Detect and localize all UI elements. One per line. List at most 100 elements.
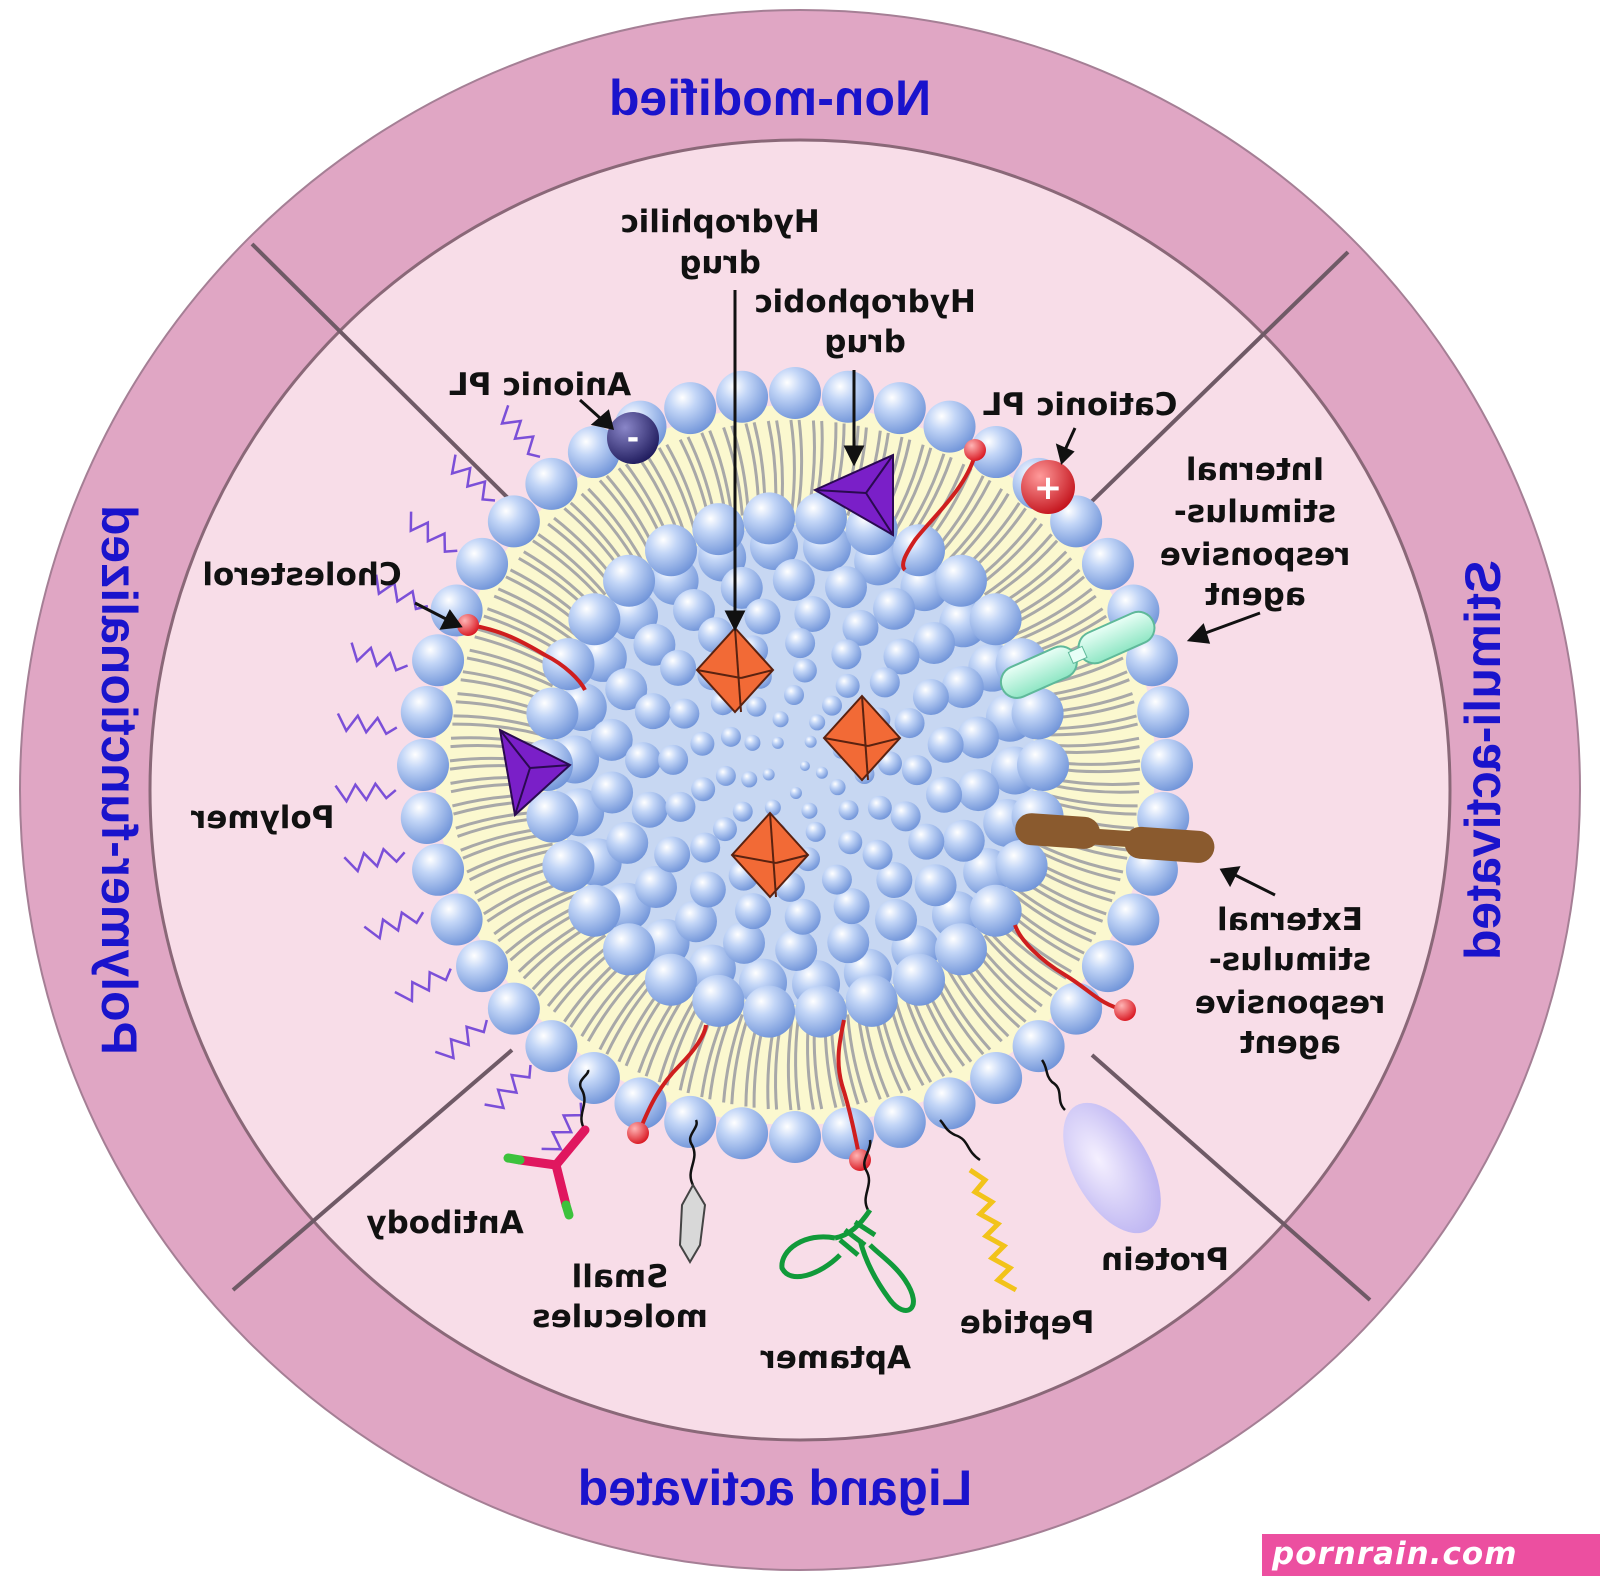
core-bead <box>633 623 676 666</box>
inner-leaflet-bead <box>995 839 1048 892</box>
core-bead <box>842 609 879 646</box>
core-bead <box>634 866 677 909</box>
label-polymer: Polymer <box>190 800 334 836</box>
outer-leaflet-bead <box>821 370 874 423</box>
core-bead <box>957 769 1000 812</box>
outer-leaflet-bead <box>456 537 509 590</box>
core-bead <box>927 726 964 763</box>
outer-leaflet-bead <box>525 1020 578 1073</box>
outer-leaflet-bead <box>873 1095 926 1148</box>
core-bead <box>894 708 925 739</box>
protein-ligand <box>1063 1102 1161 1234</box>
label-peptide: Peptide <box>960 1305 1095 1341</box>
core-bead <box>815 766 828 779</box>
core-bead <box>792 658 817 683</box>
polymer-chain <box>500 404 541 459</box>
sector-dividers <box>231 242 1372 1302</box>
core-bead <box>821 864 852 895</box>
core-bead <box>764 799 781 816</box>
outer-leaflet-bead <box>525 457 578 510</box>
lipid-tail <box>466 842 553 874</box>
outer-leaflet-bead <box>1050 982 1103 1035</box>
inner-leaflet-bead <box>542 839 595 892</box>
anionic-pl-bead: - <box>607 412 659 464</box>
lipid-tail <box>1016 888 1097 936</box>
outer-leaflet-bead <box>769 367 821 419</box>
outer-leaflet-bead <box>716 1107 769 1160</box>
label-hydrophilic-drug: drug <box>679 245 761 281</box>
outer-leaflet-bead <box>400 686 453 739</box>
lipid-tail <box>796 419 804 511</box>
outer-leaflet-bead <box>970 426 1023 479</box>
external-stimulus-agent <box>1015 813 1215 863</box>
core-bead <box>744 598 781 635</box>
inner-leaflet-bead <box>692 503 745 556</box>
core-bead <box>824 566 867 609</box>
label-cationic-pl: Cationic PL <box>983 387 1178 423</box>
label-internal-3: responsive <box>1160 537 1351 573</box>
core-bead <box>838 830 863 855</box>
outer-leaflet-bead <box>664 382 717 435</box>
lipid-tail <box>452 722 543 737</box>
core-bead <box>723 921 766 964</box>
labels: Hydrophilic drug Hydrophobic drug Anioni… <box>190 204 1385 1376</box>
core-bead <box>926 776 963 813</box>
label-hydrophilic: Hydrophilic <box>620 204 819 240</box>
inner-leaflet-bead <box>692 974 745 1027</box>
aptamer-ligand <box>779 1208 916 1313</box>
sector-title-polymer-functionalized: Polymer-functionalized <box>91 505 147 1055</box>
core-bead <box>672 589 715 632</box>
outer-leaflet-bead <box>430 893 483 946</box>
inner-leaflet-bead <box>845 974 898 1027</box>
core-bead <box>732 801 753 822</box>
hydrophobic-drug-2 <box>498 728 572 817</box>
core-bead <box>942 819 985 862</box>
core-bead <box>744 734 761 751</box>
outer-leaflet-bead <box>716 370 769 423</box>
inner-leaflet-bead <box>794 985 847 1038</box>
core-bead <box>941 666 984 709</box>
core-bead <box>829 779 846 796</box>
ligand-tethers <box>579 1059 1066 1211</box>
polymer-chain <box>363 910 425 941</box>
core-bead <box>831 639 862 670</box>
lipid-tail <box>794 1019 801 1111</box>
lipid-tail <box>497 587 577 637</box>
core-bead <box>669 698 700 729</box>
outer-leaflet-bead <box>1141 739 1193 791</box>
lipid-tail <box>983 934 1053 997</box>
inner-leaflet-bead <box>969 884 1022 937</box>
inner-leaflet-bead <box>893 524 945 577</box>
hydrophilic-drug-shapes <box>695 626 902 899</box>
core-bead <box>827 921 870 964</box>
core-bead <box>658 744 689 775</box>
outer-leaflet-bead <box>1107 893 1160 946</box>
core-bead <box>772 559 815 602</box>
svg-text:-: - <box>627 421 639 456</box>
inner-leaflet-bead <box>743 985 796 1038</box>
core-bead <box>741 771 758 788</box>
core-bead <box>877 751 902 776</box>
lipid-tail <box>537 934 607 997</box>
outer-leaflet-bead <box>456 940 509 993</box>
outer-leaflet-bead <box>397 739 449 791</box>
core-bead <box>654 836 691 873</box>
outer-leaflet-bead <box>1081 537 1134 590</box>
lipid-tail <box>586 968 644 1042</box>
outer-leaflet-bead <box>1012 1020 1065 1073</box>
core-bead <box>883 638 920 675</box>
core-bead <box>775 928 818 971</box>
label-anionic-pl: Anionic PL <box>449 367 631 403</box>
core-bead <box>715 765 736 786</box>
hydrophilic-drug-1 <box>695 626 775 714</box>
lipid-tail <box>493 594 574 642</box>
polymer-chain <box>343 846 406 874</box>
inner-leaflet-bead <box>526 687 579 740</box>
label-cholesterol: Cholesterol <box>202 557 401 593</box>
lipid-tail <box>497 893 577 943</box>
polymer-chain <box>336 712 398 736</box>
outer-leaflet-bead <box>970 1051 1023 1104</box>
outer-leaflet-bead <box>923 400 976 453</box>
core-bead <box>660 649 697 686</box>
label-external-4: agent <box>1239 1025 1340 1061</box>
